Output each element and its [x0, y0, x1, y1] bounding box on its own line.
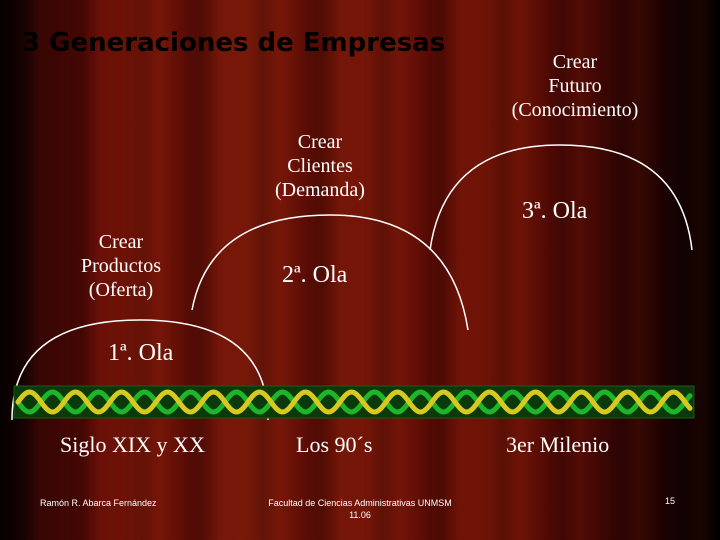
wave2-caption-line3: (Demanda) [275, 179, 365, 201]
wave2-caption-line2: Clientes [287, 155, 353, 177]
wave3-caption-line3: (Conocimiento) [511, 99, 639, 121]
footer-faculty-line1: Facultad de Ciencias Administrativas UNM… [268, 498, 452, 508]
wave1-caption-line2: Productos [81, 255, 161, 277]
wave3-caption-line1: Crear [552, 51, 598, 73]
dna-helix [15, 389, 693, 415]
helix-strand-gold [15, 389, 693, 415]
wave3-arc [429, 144, 693, 251]
wave2-caption-line1: Crear [297, 131, 343, 153]
wave3-label: 3ª. Ola [522, 198, 588, 224]
wave1-caption-line3: (Oferta) [88, 279, 154, 301]
wave3-caption: Crear Futuro (Conocimiento) [490, 50, 660, 122]
wave1-era: Siglo XIX y XX [60, 432, 205, 457]
footer-faculty-line2: 11.06 [349, 510, 371, 520]
wave1-caption: Crear Productos (Oferta) [56, 230, 186, 302]
wave2-label: 2ª. Ola [282, 262, 348, 288]
wave1-label: 1ª. Ola [108, 340, 174, 366]
footer-faculty: Facultad de Ciencias Administrativas UNM… [250, 497, 470, 521]
page-number: 15 [664, 496, 675, 506]
wave3-caption-line2: Futuro [548, 75, 602, 97]
footer-author: Ramón R. Abarca Fernández [40, 498, 157, 508]
wave2-era: Los 90´s [296, 432, 373, 457]
wave1-arc [11, 319, 269, 421]
wave3-era: 3er Milenio [506, 432, 610, 457]
wave2-caption: Crear Clientes (Demanda) [250, 130, 390, 202]
wave2-arc [191, 214, 469, 331]
wave1-caption-line1: Crear [98, 231, 144, 253]
helix-strand-green [15, 389, 693, 415]
slide-title: 3 Generaciones de Empresas [22, 28, 446, 58]
